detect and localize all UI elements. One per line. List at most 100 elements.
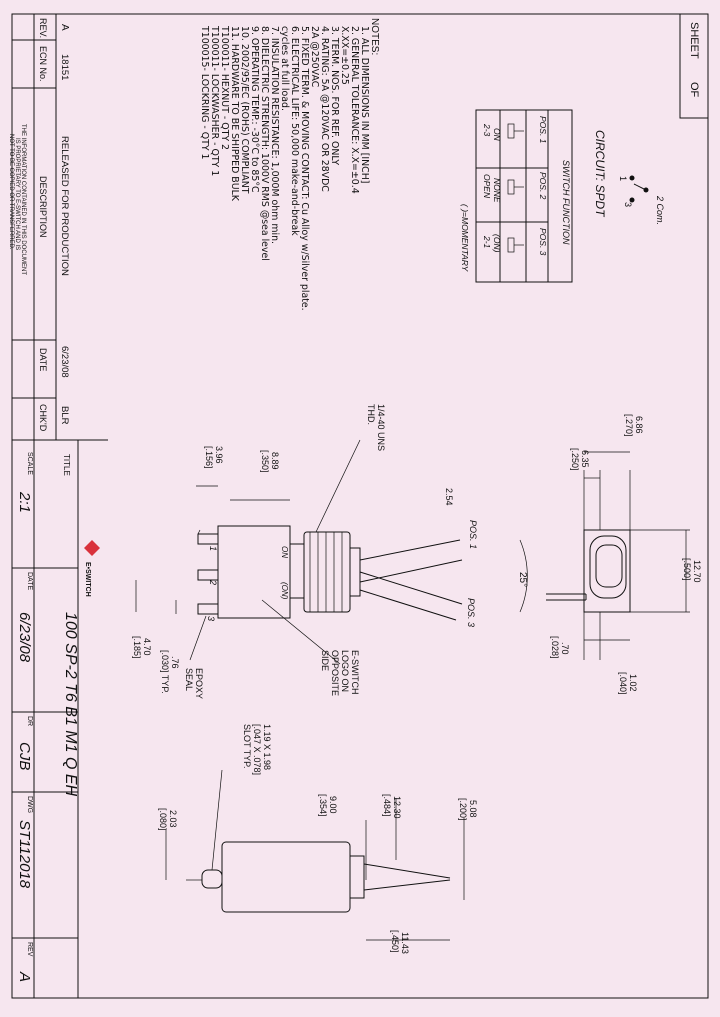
description-header: DESCRIPTION [38, 176, 48, 238]
svg-text:[.030] TYP.: [.030] TYP. [160, 650, 170, 694]
sf-cell: OPEN [482, 174, 492, 199]
revision-block: REV. ECN No. DESCRIPTION DATE CHK'D A 18… [8, 14, 78, 441]
dim-end-width: 11.43 [.450] [390, 930, 410, 954]
note-line: T100011- LOCKWASHER - QTY 1 [209, 25, 220, 176]
svg-text:E-SWITCH: E-SWITCH [350, 650, 360, 695]
pos-3-label: POS. 3 [466, 598, 476, 627]
terminal-1-label: 1 [208, 546, 218, 551]
sf-cell: ON [492, 128, 502, 142]
note-line: 4. RATING: 5A @120VAC OR 28VDC [319, 26, 330, 192]
note-line: 3. TERM. NOS. FOR REF. ONLY [329, 26, 340, 165]
terminal-2-label: 2 [208, 579, 218, 585]
svg-text:[.250]: [.250] [570, 448, 580, 471]
svg-text:[.354]: [.354] [318, 794, 328, 817]
svg-text:OPPOSITE: OPPOSITE [330, 650, 340, 696]
dim-top-width: 6.86 [.270] [624, 414, 644, 437]
top-view: 6.86 [.270] 6.35 [.250] 12.70 [.500] .70… [546, 414, 702, 695]
dim-side-height: 8.89 [.350] [260, 450, 280, 473]
svg-text:1.19 X 1.98: 1.19 X 1.98 [262, 724, 272, 770]
svg-text:NOT TO BE COPIED OR TRANSFERRE: NOT TO BE COPIED OR TRANSFERRED. [8, 134, 14, 250]
svg-text:6.86: 6.86 [634, 416, 644, 434]
dim-lever-width: 2.54 [444, 488, 454, 506]
dim-top-length: 12.70 [.500] [682, 558, 702, 583]
svg-text:9.00: 9.00 [328, 796, 338, 814]
dim-terminal-width: .76 [.030] TYP. [160, 650, 180, 694]
thread-callout: 1/4-40 UNS THD. [366, 404, 386, 451]
sf-cell: 2-3 [482, 123, 492, 137]
svg-text:[.047 X .078]: [.047 X .078] [252, 724, 262, 775]
switch-function-table: SWITCH FUNCTION POS. 1 POS. 2 POS. 3 ON … [460, 109, 573, 283]
part-title: 100 SP-2 T6 B1 M1 Q EH [62, 612, 79, 797]
svg-text:THD.: THD. [366, 404, 376, 425]
circuit-pin-1: 1 [618, 176, 628, 181]
dim-terminal-pitch: 4.70 [.185] [132, 636, 152, 659]
svg-text:SLOT TYP.: SLOT TYP. [242, 724, 252, 769]
on-mark: ON [280, 546, 289, 558]
svg-text:[.500]: [.500] [682, 558, 692, 581]
drawn-by-label: DR [26, 716, 33, 726]
sheet-box [679, 13, 709, 119]
toggle-lever-icon [507, 123, 524, 253]
svg-text:3.96: 3.96 [214, 446, 224, 464]
circuit-title: CIRCUIT: SPDT [593, 130, 607, 218]
note-line: 8. DIELECTRIC STRENGTH: 1000V RMS @sea l… [259, 26, 270, 261]
scale-label: SCALE [26, 452, 33, 475]
sheet-label: SHEET OF [688, 22, 700, 98]
svg-text:1/4-40 UNS: 1/4-40 UNS [376, 404, 386, 451]
svg-text:2.03: 2.03 [168, 810, 178, 828]
sf-header-pos3: POS. 3 [538, 228, 548, 256]
note-line: T100011- HEXNUT - QTY 2 [219, 25, 230, 150]
dim-top-inner: 6.35 [.250] [570, 448, 590, 471]
terminal-3-label: 3 [206, 616, 216, 621]
svg-text:SIDE: SIDE [320, 650, 330, 671]
circuit-com-label: 2 Com. [655, 195, 665, 225]
note-line: X.XX=±0.25 [339, 26, 350, 85]
circuit-node-1 [629, 175, 635, 181]
svg-text:[.080]: [.080] [158, 808, 168, 831]
pos-1-label: POS. 1 [468, 520, 478, 549]
note-line: 2A @250VAC [309, 26, 320, 88]
rev-value: A [59, 24, 70, 31]
svg-text:[.350]: [.350] [260, 450, 270, 473]
svg-text:SHEET: SHEET [688, 22, 700, 59]
ecn-header: ECN No. [38, 46, 48, 82]
svg-text:.76: .76 [170, 656, 180, 669]
dim-top-edge: 1.02 [.040] [618, 672, 638, 695]
svg-text:[.156]: [.156] [204, 446, 214, 469]
scale-value: 2:1 [16, 491, 33, 513]
chkd-header: CHK'D [38, 404, 48, 432]
rev-header: REV. [38, 18, 48, 38]
end-view: 1.19 X 1.98 [.047 X .078] SLOT TYP. 5.08… [158, 724, 478, 954]
logo-note: E-SWITCH LOGO ON OPPOSITE SIDE [320, 650, 360, 696]
sf-header-pos2: POS. 2 [538, 172, 548, 200]
svg-text:12.30: 12.30 [392, 796, 402, 819]
rev-value-title: A [16, 971, 33, 982]
dim-end-lever: 5.08 [.200] [458, 798, 478, 821]
on-momentary-mark: (ON) [280, 582, 289, 600]
svg-text:5.08: 5.08 [468, 800, 478, 818]
circuit-diagram: CIRCUIT: SPDT 2 Com. 1 3 [593, 130, 665, 225]
note-line: 2. GENERAL TOLERANCE: X.X=±0.4 [349, 26, 360, 194]
note-line: 9. OPERATING TEMP.: -30°C to 85°C [249, 26, 260, 193]
title-label: TITLE [62, 454, 71, 476]
sf-footnote: ( )=MOMENTARY [460, 204, 470, 273]
sf-cell: (ON) [492, 234, 502, 253]
slot-callout: 1.19 X 1.98 [.047 X .078] SLOT TYP. [242, 724, 272, 775]
svg-text:4.70: 4.70 [142, 638, 152, 656]
date-label: DATE [26, 572, 33, 590]
svg-text:[.450]: [.450] [390, 930, 400, 953]
date-value: 6/23/08 [59, 346, 70, 378]
circuit-node-3 [629, 197, 635, 203]
svg-text:12.70: 12.70 [692, 560, 702, 583]
dim-top-tab: .70 [.028] [550, 636, 570, 659]
note-line: 1. ALL DIMENSIONS IN MM [INCH] [359, 26, 370, 183]
svg-text:THE INFORMATION CONTAINED IN T: THE INFORMATION CONTAINED IN THIS DOCUME… [20, 124, 26, 275]
svg-text:IS PROPRIETARY TO E-SWITCH AND: IS PROPRIETARY TO E-SWITCH AND IS [14, 138, 20, 250]
date-value: 6/23/08 [16, 612, 33, 663]
dim-side-base: 3.96 [.156] [204, 446, 224, 469]
svg-text:[.484]: [.484] [382, 794, 392, 817]
lever-angle: 25° [517, 572, 528, 587]
svg-text:11.43: 11.43 [400, 932, 410, 954]
